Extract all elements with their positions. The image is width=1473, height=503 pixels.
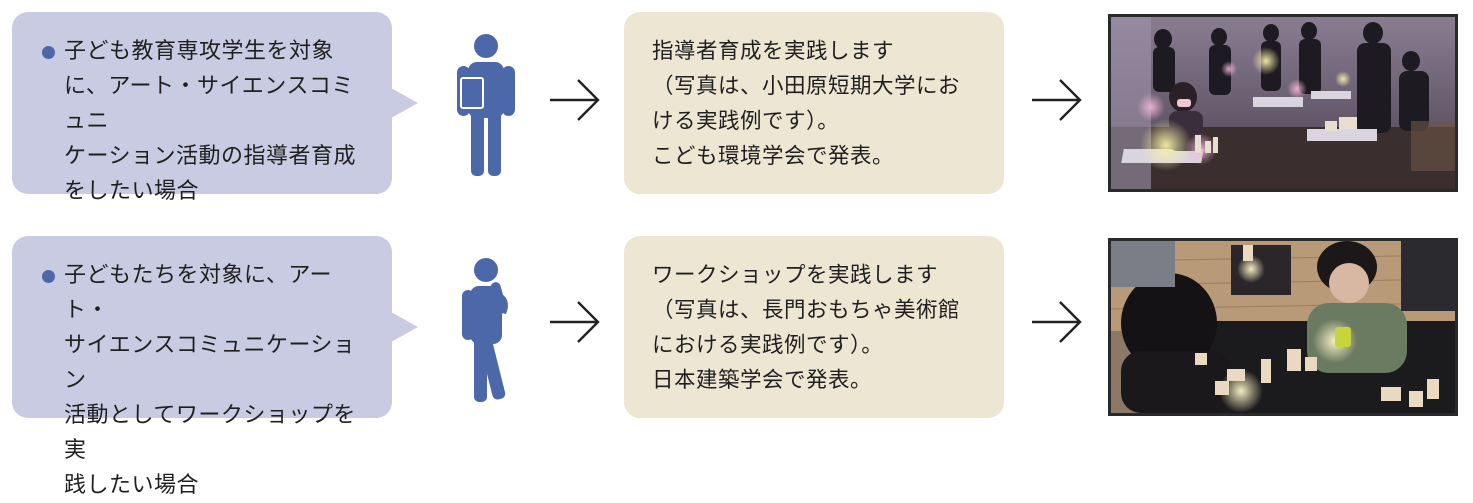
children-workshop-photo: [1108, 238, 1458, 416]
arrow-right-icon: [550, 79, 600, 121]
practice-line: 指導者育成を実践します: [652, 39, 895, 64]
person-thinking-icon: [462, 258, 508, 402]
condition-line: をしたい場合: [64, 179, 200, 204]
practice-line: ける実践例です）。: [652, 109, 840, 134]
condition-bubble: 子どもたちを対象に、アート・ サイエンスコミュニケーション 活動としてワークショ…: [12, 236, 418, 498]
practice-line: ワークショップを実践します: [652, 263, 939, 288]
condition-line: 践したい場合: [64, 473, 200, 498]
practice-line: （写真は、長門おもちゃ美術館: [652, 298, 961, 323]
condition-line: 子ども教育専攻学生を対象: [64, 39, 335, 64]
practice-line: における実践例です）。: [652, 333, 884, 358]
condition-line: ケーション活動の指導者育成: [64, 144, 357, 169]
condition-line: サイエンスコミュニケーション: [64, 333, 356, 393]
condition-text: 子どもたちを対象に、アート・ サイエンスコミュニケーション 活動としてワークショ…: [42, 258, 374, 503]
children-workshop-photo-image: [1111, 241, 1455, 413]
condition-line: に、アート・サイエンスコミュニ: [64, 74, 354, 134]
workshop-photo: [1108, 14, 1458, 192]
arrow-right-icon: [550, 301, 600, 343]
flow-row-children-workshop: 子どもたちを対象に、アート・ サイエンスコミュニケーション 活動としてワークショ…: [0, 222, 1473, 498]
practice-text: ワークショップを実践します （写真は、長門おもちゃ美術館 における実践例です）。…: [652, 258, 984, 398]
workshop-photo-image: [1111, 17, 1455, 189]
person-holding-book-icon: [457, 34, 515, 176]
arrow-right-icon: [1032, 301, 1082, 343]
practice-line: 日本建築学会で発表。: [652, 368, 873, 393]
flow-row-student-leaders: 子ども教育専攻学生を対象 に、アート・サイエンスコミュニ ケーション活動の指導者…: [0, 0, 1473, 204]
bullet-icon: [42, 46, 55, 59]
practice-box: 指導者育成を実践します （写真は、小田原短期大学にお ける実践例です）。 こども…: [624, 12, 1004, 194]
practice-line: こども環境学会で発表。: [652, 144, 895, 169]
condition-bubble: 子ども教育専攻学生を対象 に、アート・サイエンスコミュニ ケーション活動の指導者…: [12, 12, 418, 204]
condition-text: 子ども教育専攻学生を対象 に、アート・サイエンスコミュニ ケーション活動の指導者…: [42, 34, 374, 209]
practice-box: ワークショップを実践します （写真は、長門おもちゃ美術館 における実践例です）。…: [624, 236, 1004, 418]
arrow-right-icon: [1032, 79, 1082, 121]
bullet-icon: [42, 270, 55, 283]
condition-line: 子どもたちを対象に、アート・: [64, 263, 333, 323]
condition-line: 活動としてワークショップを実: [64, 403, 356, 463]
practice-line: （写真は、小田原短期大学にお: [652, 74, 961, 99]
practice-text: 指導者育成を実践します （写真は、小田原短期大学にお ける実践例です）。 こども…: [652, 34, 984, 174]
